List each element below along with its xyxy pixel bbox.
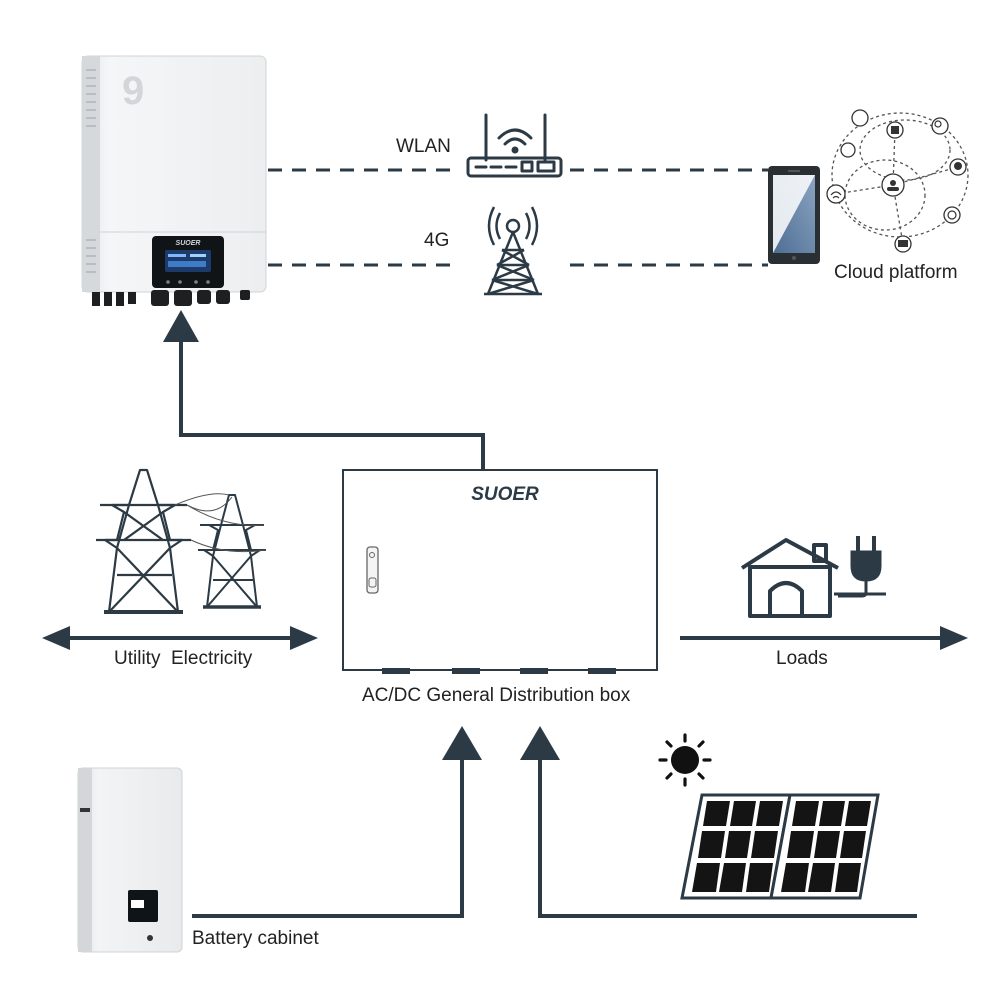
distribution-box-feet <box>382 668 616 674</box>
power-plug-icon <box>838 536 882 598</box>
utility-arrow-right <box>290 626 318 650</box>
loads-arrow <box>940 626 968 650</box>
battery-power-button <box>147 935 153 941</box>
solar-to-box-line <box>538 758 917 918</box>
wifi-node-icon <box>826 184 846 204</box>
cell-tower-icon <box>484 206 542 296</box>
wlan-label: WLAN <box>396 136 451 157</box>
clock-node-icon <box>943 206 961 224</box>
inverter-connectors <box>92 290 250 306</box>
distribution-box-label: AC/DC General Distribution box <box>362 685 631 706</box>
inverter-buttons <box>166 280 210 284</box>
box-to-inverter-line <box>179 340 485 470</box>
transmission-tower-icon <box>96 468 191 614</box>
inverter-arrow <box>163 310 199 342</box>
group-node-icon <box>851 109 869 127</box>
house-icon <box>740 538 839 618</box>
tools-node-icon <box>840 142 856 158</box>
flow-arrowheads <box>42 310 968 760</box>
battery-indicator <box>80 808 90 812</box>
battery-cabinet <box>77 767 183 953</box>
distribution-box-brand: SUOER <box>471 484 539 505</box>
smartphone-icon <box>768 166 820 264</box>
solar-panel-icon <box>680 793 880 900</box>
inverter-screen-logo: SUOER <box>176 240 201 247</box>
cloud-platform-label: Cloud platform <box>834 262 958 283</box>
battery-to-box-line <box>192 758 464 918</box>
plug-cable <box>834 580 886 596</box>
distribution-box: SUOER <box>342 469 658 674</box>
inverter: 9 SUOER <box>81 55 267 306</box>
loads-label: Loads <box>776 648 828 669</box>
wifi-router-icon <box>466 113 563 178</box>
utility-arrow-left <box>42 626 70 650</box>
battery-arrow <box>442 726 482 760</box>
sun-icon <box>658 733 712 787</box>
solar-arrow <box>520 726 560 760</box>
battery-cabinet-label: Battery cabinet <box>192 928 319 949</box>
utility-electricity-label: Utility Electricity <box>114 648 253 669</box>
inverter-model-mark: 9 <box>122 69 144 113</box>
communication-links <box>268 168 768 267</box>
door-handle <box>366 546 379 594</box>
inverter-vent-grille <box>86 69 96 273</box>
4g-label: 4G <box>424 230 449 251</box>
power-flow-lines <box>60 340 946 918</box>
power-cables <box>174 493 267 553</box>
